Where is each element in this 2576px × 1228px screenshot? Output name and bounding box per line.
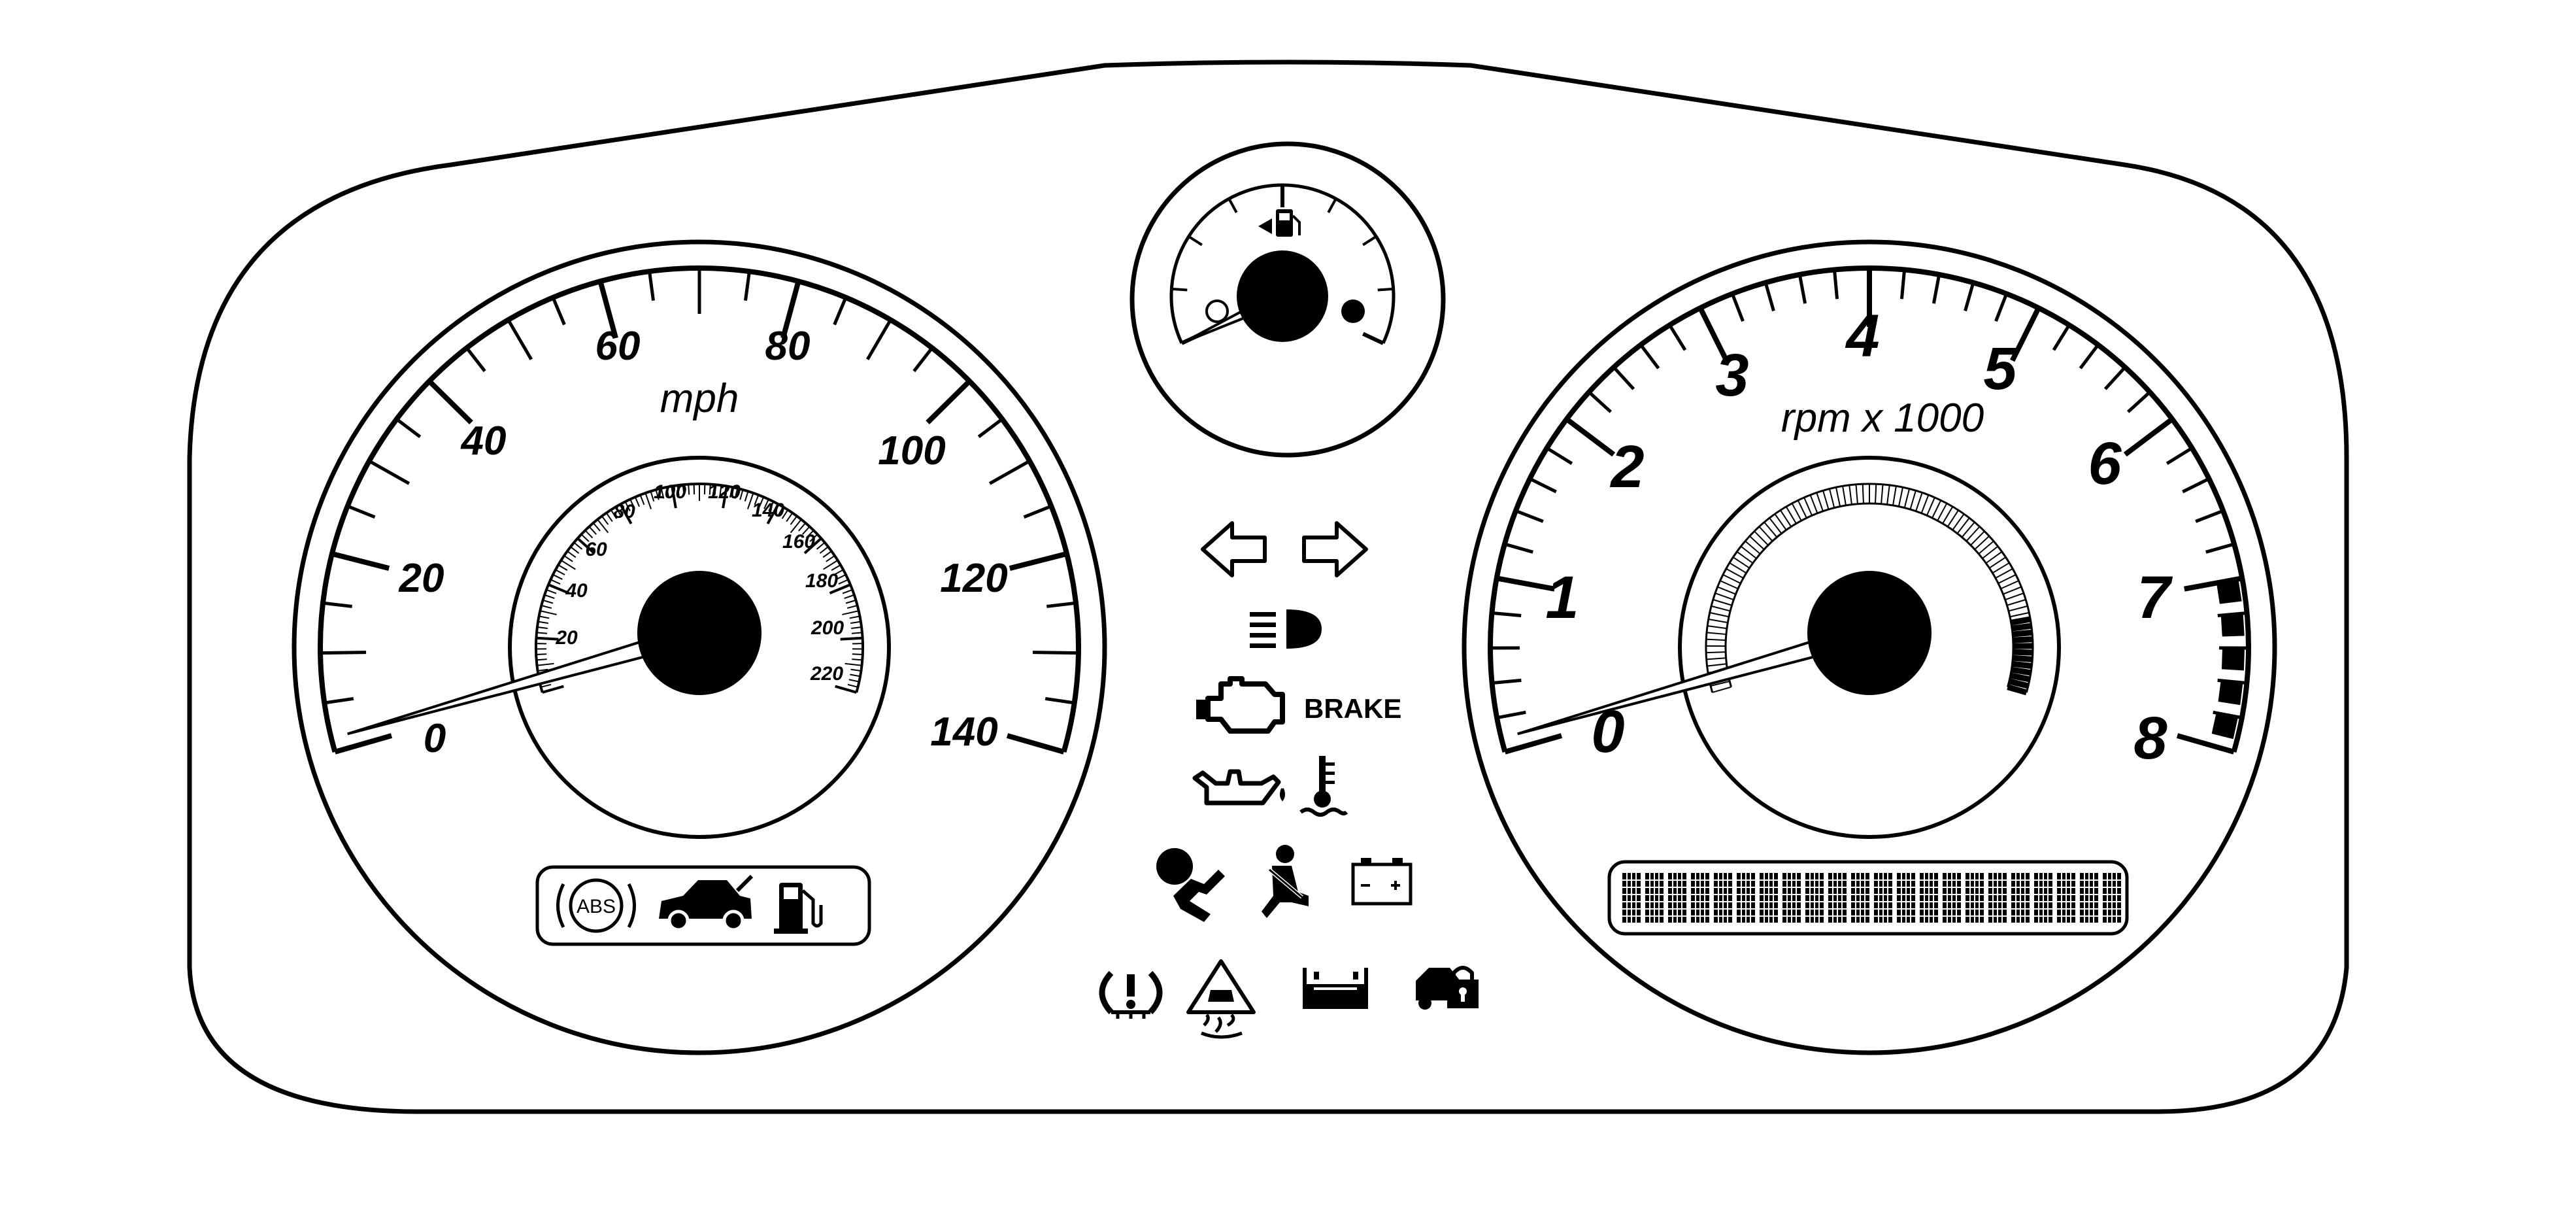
kmh-label-60: 60 xyxy=(585,539,607,560)
speed-label-140: 140 xyxy=(930,709,997,755)
fuel-full-marker xyxy=(1341,299,1365,323)
fuel-tick xyxy=(1378,289,1394,290)
speed-label-100: 100 xyxy=(878,428,945,473)
fuel-gauge-hub xyxy=(1237,250,1328,342)
speedometer: 20 40 60 80 100 120 140 0 mph 20 40 60 8… xyxy=(294,242,1105,1053)
speed-label-40: 40 xyxy=(460,418,507,464)
fuel-tick xyxy=(1171,289,1187,290)
kmh-label-40: 40 xyxy=(565,580,588,602)
kmh-tick xyxy=(852,654,863,655)
speed-unit-label: mph xyxy=(660,376,739,421)
rpm-unit-label: rpm x 1000 xyxy=(1781,396,1984,441)
tachometer-hub xyxy=(1807,571,1932,695)
rpm-label-5: 5 xyxy=(1983,335,2018,402)
abs-label: ABS xyxy=(577,896,616,917)
redline-block xyxy=(2221,613,2245,636)
inner-band-tick xyxy=(2011,619,2031,623)
kmh-tick xyxy=(694,484,695,494)
kmh-label-160: 160 xyxy=(782,531,815,553)
speedometer-telltale-strip: ABS xyxy=(537,867,869,944)
rpm-label-1: 1 xyxy=(1545,564,1579,631)
speed-label-120: 120 xyxy=(940,556,1007,601)
rpm-label-4: 4 xyxy=(1845,303,1879,369)
rpm-label-2: 2 xyxy=(1609,434,1644,500)
kmh-tick xyxy=(688,485,689,495)
inner-band-tick xyxy=(1875,484,1876,503)
inner-band-tick xyxy=(2013,632,2032,634)
fuel-gauge xyxy=(1132,144,1443,455)
kmh-tick xyxy=(852,659,862,660)
inner-band-tick xyxy=(2013,652,2033,653)
kmh-label-180: 180 xyxy=(805,570,838,592)
inner-band-tick xyxy=(2012,626,2032,628)
brake-warning-label: BRAKE xyxy=(1304,693,1401,724)
kmh-label-100: 100 xyxy=(654,481,686,503)
speedometer-hub xyxy=(637,571,761,695)
redline-block xyxy=(2216,579,2242,604)
redline-block xyxy=(2218,681,2243,705)
kmh-label-200: 200 xyxy=(811,617,844,639)
rpm-label-6: 6 xyxy=(2088,430,2122,497)
inner-band-tick xyxy=(1706,652,1726,653)
tachometer: 0 1 2 3 4 5 6 7 8 rpm x 1000 xyxy=(1464,242,2275,1053)
speed-label-60: 60 xyxy=(595,324,641,369)
fuel-empty-marker xyxy=(1207,301,1228,322)
inner-band-tick xyxy=(2013,664,2032,666)
kmh-label-220: 220 xyxy=(810,663,843,685)
kmh-label-120: 120 xyxy=(708,481,741,503)
kmh-tick xyxy=(537,659,547,660)
kmh-label-20: 20 xyxy=(555,627,578,649)
inner-band-tick xyxy=(2011,670,2031,673)
kmh-tick xyxy=(536,654,546,655)
speed-label-20: 20 xyxy=(399,556,444,601)
inner-band-tick xyxy=(1863,484,1864,503)
kmh-label-140: 140 xyxy=(752,500,784,521)
inner-band-tick xyxy=(2013,658,2032,659)
rpm-label-3: 3 xyxy=(1715,342,1748,409)
inner-band-tick xyxy=(2011,675,2030,679)
redline-block xyxy=(2222,648,2245,671)
battery-icon xyxy=(1353,858,1411,904)
rpm-label-7: 7 xyxy=(2137,564,2173,631)
kmh-tick xyxy=(536,638,558,640)
speed-label-80: 80 xyxy=(765,324,811,369)
odometer-display xyxy=(1609,862,2127,934)
speed-label-0: 0 xyxy=(424,716,446,761)
kmh-label-80: 80 xyxy=(613,501,635,522)
rpm-label-8: 8 xyxy=(2133,705,2167,772)
